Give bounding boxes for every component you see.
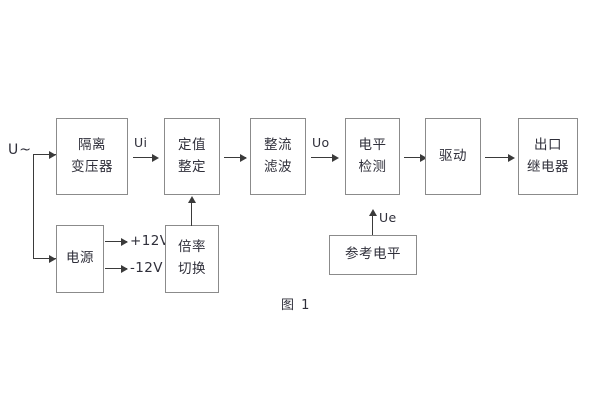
figure-caption: 图 1: [281, 298, 311, 313]
block-isolation-transformer: 隔离 变压器: [56, 118, 128, 195]
arrowhead-level-detect-to-drive-icon: [420, 153, 427, 162]
arrowhead-transformer-to-setting-icon: [152, 153, 159, 162]
arrowhead-reference-level-to-level-detect-icon: [368, 209, 377, 216]
block-reference-level: 参考电平: [329, 235, 417, 275]
wire-multiplier-to-setting: [191, 202, 193, 226]
wire-transformer-to-setting: [133, 157, 157, 159]
wire-drive-to-output-relay: [485, 157, 513, 159]
wire-power-supply-rail-negative: [105, 268, 127, 270]
wire-setting-to-rectify: [224, 157, 246, 159]
block-setting-value-line2: 整定: [178, 158, 206, 175]
block-rectify-filter: 整流 滤波: [250, 118, 306, 195]
arrowhead-setting-to-rectify-icon: [240, 153, 247, 162]
block-reference-level-line1: 参考电平: [345, 246, 401, 263]
arrowhead-multiplier-to-setting-icon: [187, 196, 196, 203]
block-power-supply-line1: 电源: [66, 250, 94, 267]
rail-label-negative: -12V: [130, 260, 163, 276]
block-isolation-transformer-line2: 变压器: [71, 158, 113, 175]
block-level-detect-line2: 检测: [358, 158, 387, 175]
block-output-relay-line1: 出口: [534, 136, 562, 153]
wire-rectify-to-level-detect: [311, 157, 337, 159]
block-rectify-filter-line2: 滤波: [264, 158, 292, 175]
block-multiplier-switch: 倍率 切换: [165, 225, 219, 293]
signal-label-ui: Ui: [134, 135, 148, 150]
signal-label-ue: Ue: [379, 210, 397, 225]
block-drive: 驱动: [425, 118, 481, 195]
arrowhead-rail-positive-icon: [121, 237, 128, 246]
block-output-relay: 出口 继电器: [518, 118, 578, 195]
signal-label-uo: Uo: [312, 135, 330, 150]
block-power-supply: 电源: [56, 225, 104, 293]
block-rectify-filter-line1: 整流: [264, 136, 292, 153]
arrowhead-rail-negative-icon: [121, 264, 128, 273]
block-multiplier-switch-line2: 切换: [178, 261, 206, 277]
arrowhead-drive-to-output-relay-icon: [508, 153, 515, 162]
block-isolation-transformer-line1: 隔离: [78, 136, 106, 153]
rail-label-positive: +12V: [130, 233, 170, 249]
arrowhead-input-to-transformer-icon: [49, 150, 56, 159]
block-level-detect: 电平 检测: [345, 118, 400, 195]
block-level-detect-line1: 电平: [358, 136, 387, 153]
block-output-relay-line2: 继电器: [527, 158, 569, 175]
block-setting-value-line1: 定值: [178, 136, 206, 153]
input-signal-label: U~: [8, 142, 32, 158]
block-setting-value: 定值 整定: [164, 118, 220, 195]
wire-input-to-transformer: [33, 154, 56, 156]
wire-reference-level-to-level-detect: [372, 215, 374, 235]
wire-power-supply-rail-positive: [105, 241, 127, 243]
arrowhead-input-to-power-supply-icon: [49, 254, 56, 263]
wire-input-branch-vertical: [33, 154, 35, 259]
wire-input-to-power-supply: [33, 258, 56, 260]
block-drive-line1: 驱动: [439, 147, 467, 164]
wire-level-detect-to-drive: [404, 157, 426, 159]
block-multiplier-switch-line1: 倍率: [178, 239, 206, 256]
arrowhead-rectify-to-level-detect-icon: [332, 153, 339, 162]
